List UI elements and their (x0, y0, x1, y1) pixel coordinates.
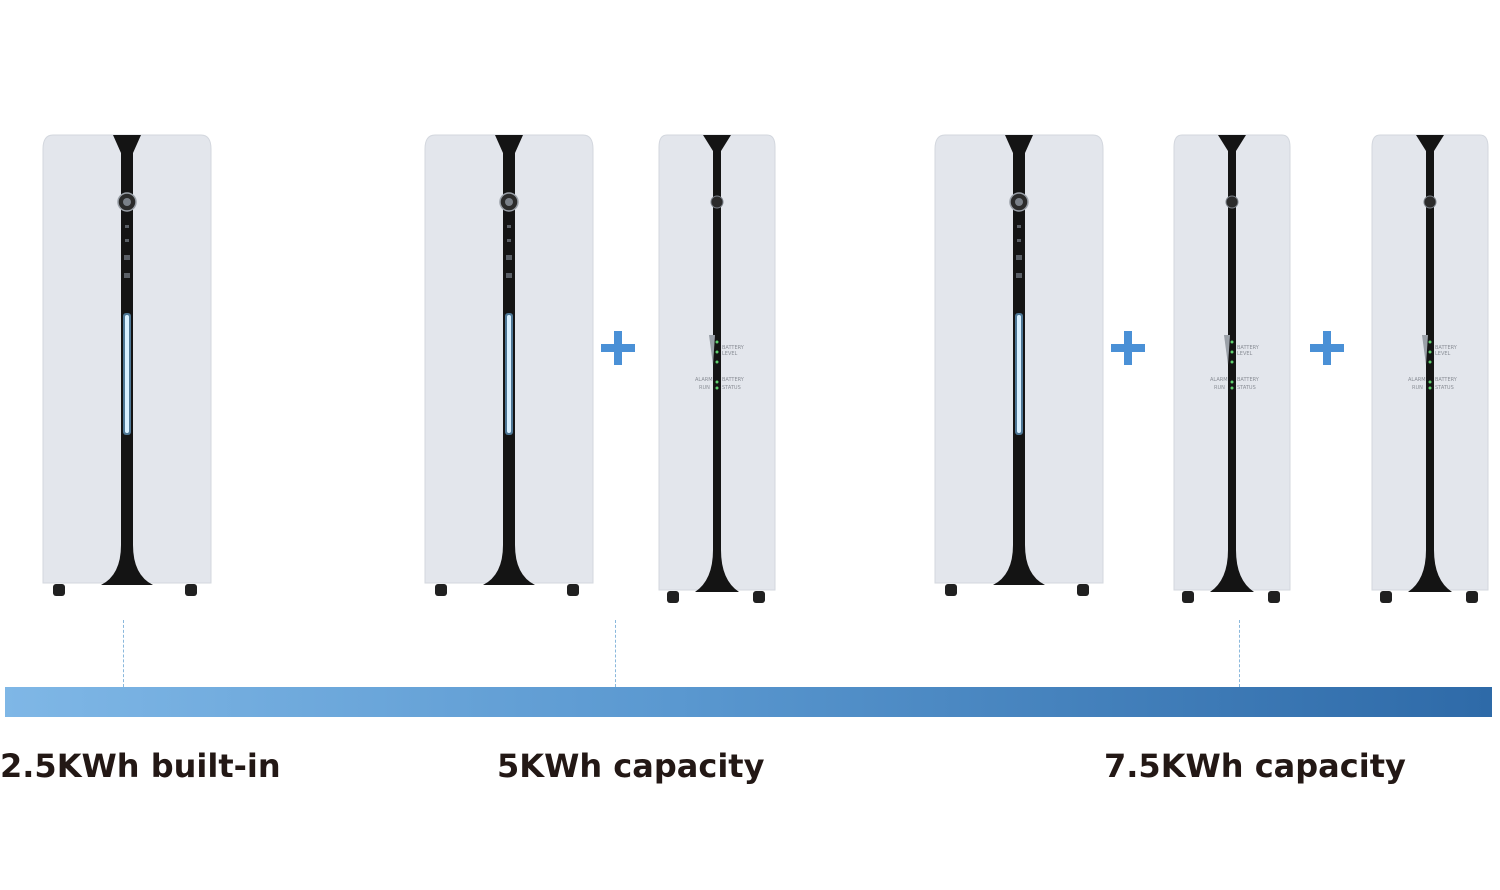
tier1-marker-line (123, 620, 124, 687)
main-unit-graphic (42, 134, 212, 596)
battery-module-2: BATTERY LEVEL ALARM RUN BATTERY STATUS (1173, 134, 1291, 605)
svg-text:LEVEL: LEVEL (1435, 351, 1451, 357)
svg-text:LEVEL: LEVEL (722, 351, 738, 357)
main-unit-2 (424, 134, 594, 601)
svg-text:BATTERY: BATTERY (1435, 377, 1458, 383)
svg-text:BATTERY: BATTERY (1237, 377, 1260, 383)
svg-text:RUN: RUN (1412, 385, 1423, 391)
battery-module-graphic: BATTERY LEVEL ALARM RUN BATTERY STATUS (1371, 134, 1489, 603)
tier3-marker-line (1239, 620, 1240, 687)
plus-icon (1111, 331, 1145, 365)
svg-text:BATTERY: BATTERY (1435, 345, 1458, 351)
led-light-strip (507, 315, 511, 433)
svg-text:ALARM: ALARM (1408, 377, 1426, 383)
caption-tier1: 2.5KWh built-in (0, 747, 281, 785)
battery-module-3: BATTERY LEVEL ALARM RUN BATTERY STATUS (1371, 134, 1489, 605)
main-unit-graphic (934, 134, 1104, 596)
main-unit-1 (42, 134, 212, 601)
plus-icon (601, 331, 635, 365)
plus-icon (1310, 331, 1344, 365)
svg-text:STATUS: STATUS (1237, 385, 1256, 391)
svg-text:RUN: RUN (1214, 385, 1225, 391)
svg-text:BATTERY: BATTERY (1237, 345, 1260, 351)
battery-module-graphic: BATTERY LEVEL ALARM RUN BATTERY STATUS (658, 134, 776, 603)
svg-text:BATTERY: BATTERY (722, 377, 745, 383)
battery-module-1: BATTERY LEVEL ALARM RUN BATTERY STATUS (658, 134, 776, 605)
svg-text:LEVEL: LEVEL (1237, 351, 1253, 357)
led-light-strip (125, 315, 129, 433)
svg-text:BATTERY: BATTERY (722, 345, 745, 351)
svg-text:RUN: RUN (699, 385, 710, 391)
capacity-gradient-bar (5, 687, 1492, 717)
caption-tier3: 7.5KWh capacity (1104, 747, 1406, 785)
svg-text:STATUS: STATUS (1435, 385, 1454, 391)
battery-module-graphic: BATTERY LEVEL ALARM RUN BATTERY STATUS (1173, 134, 1291, 603)
led-light-strip (1017, 315, 1021, 433)
svg-text:ALARM: ALARM (1210, 377, 1228, 383)
main-unit-graphic (424, 134, 594, 596)
svg-text:ALARM: ALARM (695, 377, 713, 383)
tier2-marker-line (615, 620, 616, 687)
caption-tier2: 5KWh capacity (497, 747, 765, 785)
main-unit-3 (934, 134, 1104, 601)
svg-text:STATUS: STATUS (722, 385, 741, 391)
